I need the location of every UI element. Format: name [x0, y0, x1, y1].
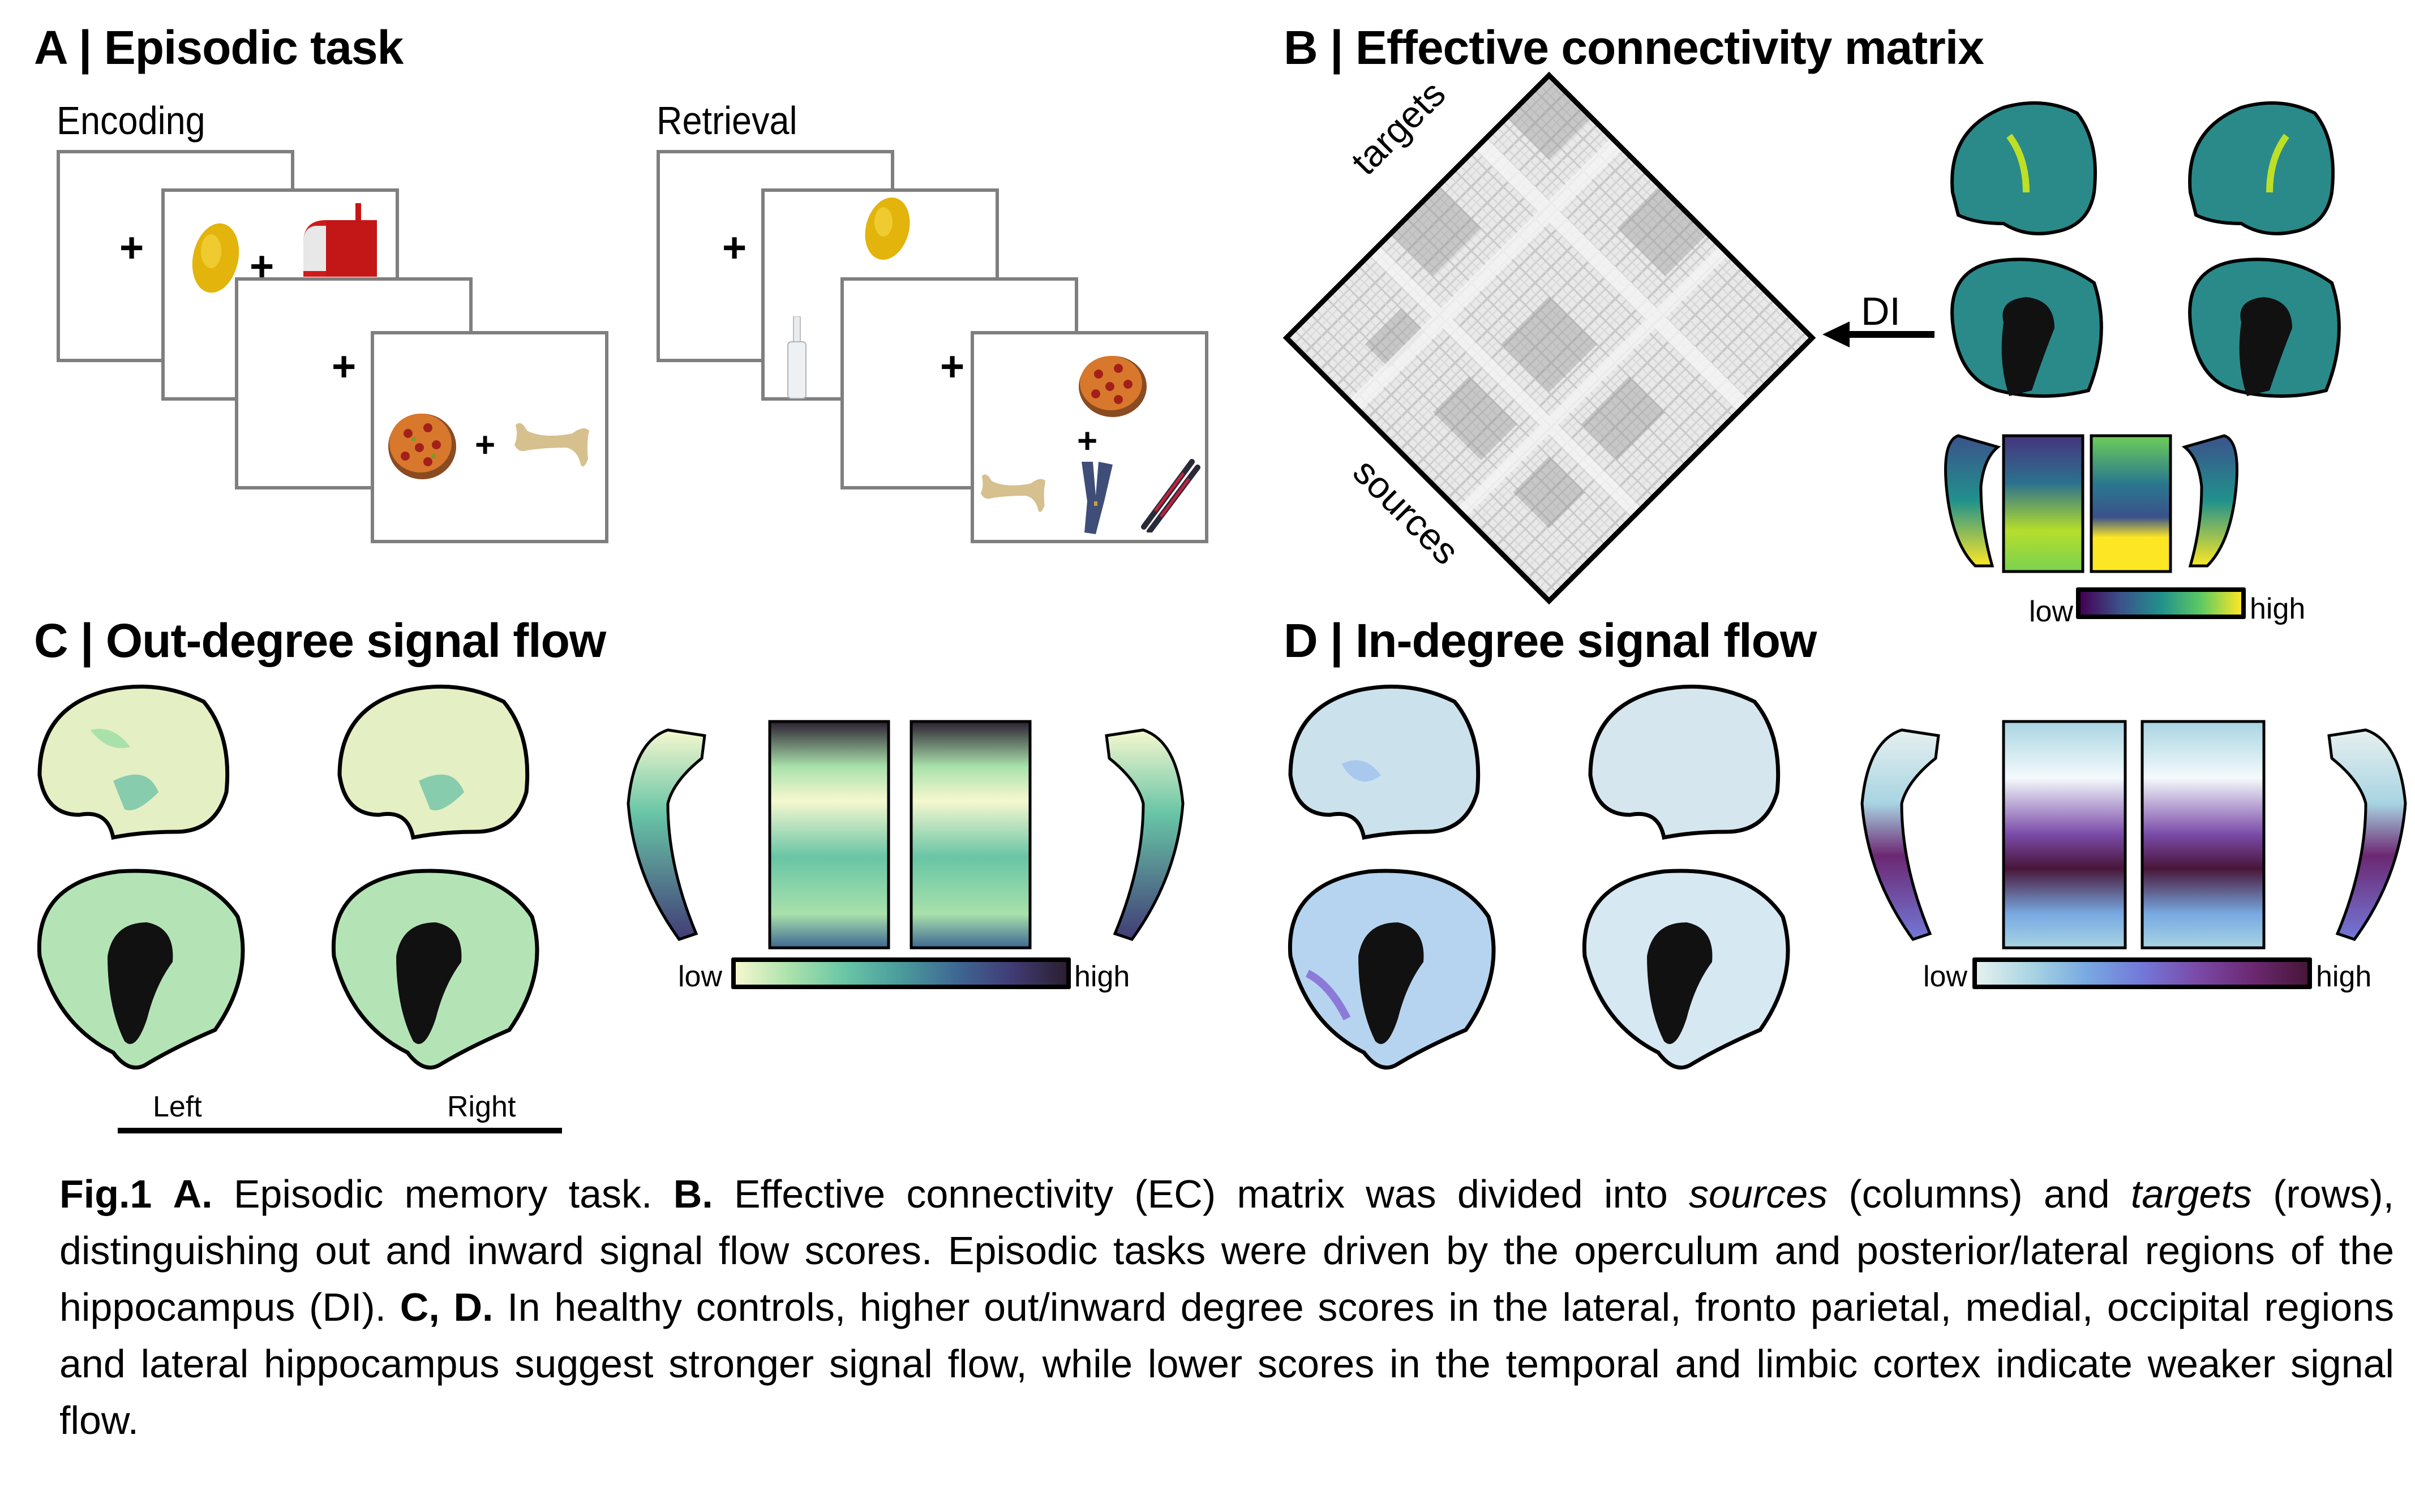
fixation-cross: + — [475, 426, 496, 465]
zipper-icon — [1082, 462, 1113, 534]
caption-b-text-2: (columns) and — [1828, 1172, 2131, 1216]
caption-b-text-3: (rows), distinguishing out and inward si… — [59, 1172, 2395, 1329]
caption-b-label: B. — [673, 1172, 713, 1216]
viridis-brain-maps — [1944, 101, 2341, 573]
left-hemisphere-label: Left — [153, 1090, 202, 1123]
fixation-cross: + — [119, 224, 144, 271]
colorbar-d-low-label: low — [1923, 960, 1968, 993]
outdegree-brain-maps — [37, 684, 539, 1070]
encoding-card-4: + — [371, 331, 608, 543]
indegree-hippocampus-maps — [1860, 720, 2407, 950]
mailbox-icon — [303, 203, 377, 277]
encoding-label: Encoding — [57, 98, 205, 143]
pizza-icon — [388, 414, 456, 479]
caption-cd-label: C, D. — [400, 1285, 494, 1329]
bone-icon — [514, 423, 589, 467]
fixation-cross: + — [1077, 422, 1098, 461]
retrieval-card-4: + — [971, 331, 1208, 543]
caption-a-text: Episodic memory task. — [212, 1172, 674, 1216]
panel-a-title: A | Episodic task — [34, 21, 404, 74]
panel-d-title: D | In-degree signal flow — [1284, 614, 1817, 667]
caption-cd-text: In healthy controls, higher out/inward d… — [59, 1285, 2395, 1442]
colorbar-c-low-label: low — [678, 960, 723, 993]
bottle-icon — [787, 316, 807, 399]
skis-icon — [1141, 459, 1200, 532]
panel-b-title: B | Effective connectivity matrix — [1284, 21, 1984, 74]
caption-a-label: A. — [173, 1172, 213, 1216]
lemon-icon — [192, 223, 239, 293]
fixation-cross: + — [940, 343, 965, 390]
panel-c-title: C | Out-degree signal flow — [34, 614, 606, 667]
colorbar-b-low-label: low — [2029, 595, 2074, 628]
caption-fig-label: Fig.1 — [59, 1172, 152, 1216]
colorbar-d-high-label: high — [2316, 960, 2372, 993]
colorbar-d — [1972, 957, 2312, 989]
colorbar-b — [2076, 587, 2246, 619]
figure-caption: Fig.1 A. Episodic memory task. B. Effect… — [59, 1166, 2394, 1449]
pizza-icon — [1079, 356, 1147, 417]
lemon-icon — [865, 197, 910, 260]
fixation-cross: + — [722, 224, 747, 271]
fixation-cross: + — [332, 343, 357, 390]
hemisphere-divider-bar — [118, 1128, 562, 1133]
right-hemisphere-label: Right — [447, 1090, 516, 1123]
colorbar-c-high-label: high — [1074, 960, 1130, 993]
colorbar-b-high-label: high — [2250, 592, 2306, 625]
caption-targets: targets — [2130, 1172, 2252, 1216]
indegree-brain-maps — [1288, 684, 1790, 1070]
arrow-left-icon — [1822, 321, 1934, 347]
di-label: DI — [1861, 289, 1901, 333]
caption-sources: sources — [1689, 1172, 1828, 1216]
outdegree-hippocampus-maps — [627, 720, 1185, 950]
retrieval-label: Retrieval — [657, 98, 797, 143]
ec-matrix — [1282, 71, 1816, 605]
caption-b-text-1: Effective connectivity (EC) matrix was d… — [713, 1172, 1689, 1216]
colorbar-c — [731, 957, 1071, 989]
bone-icon — [980, 474, 1046, 512]
